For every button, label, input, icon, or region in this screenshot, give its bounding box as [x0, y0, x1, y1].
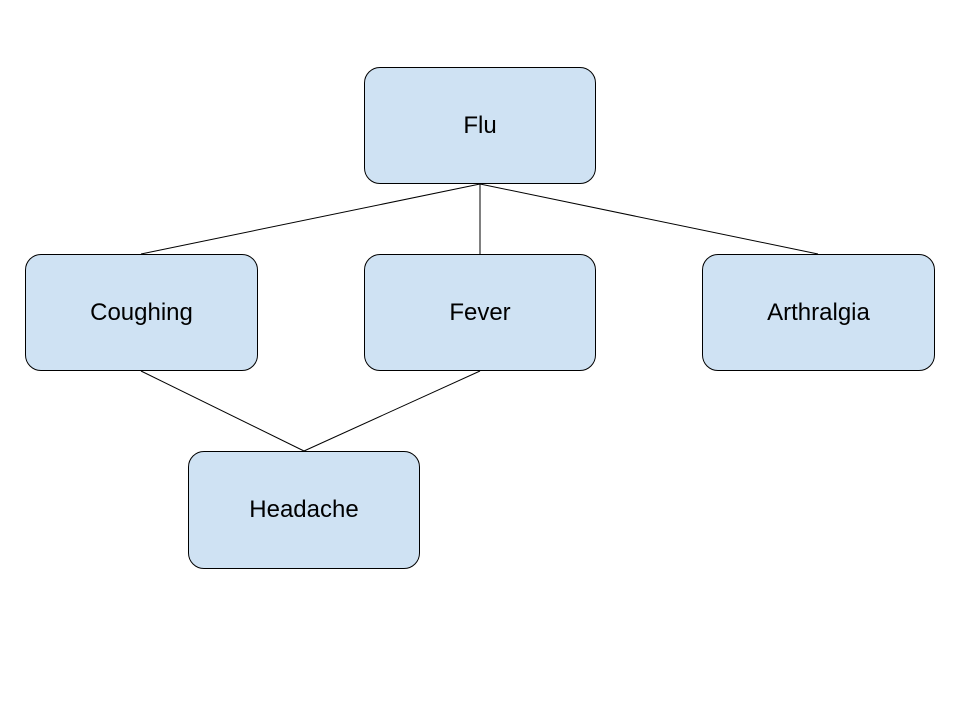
node-fever[interactable]: Fever	[364, 254, 596, 371]
node-flu-label: Flu	[463, 111, 497, 139]
node-fever-label: Fever	[449, 298, 511, 326]
edge-coughing-headache	[140, 370, 305, 452]
node-flu[interactable]: Flu	[364, 67, 596, 184]
node-headache[interactable]: Headache	[188, 451, 420, 569]
edge-flu-coughing	[140, 183, 481, 255]
node-coughing-label: Coughing	[90, 298, 193, 326]
node-arthralgia[interactable]: Arthralgia	[702, 254, 935, 371]
node-headache-label: Headache	[249, 496, 359, 523]
node-coughing[interactable]: Coughing	[25, 254, 258, 371]
node-arthralgia-label: Arthralgia	[767, 298, 870, 326]
edge-flu-arthralgia	[479, 183, 819, 255]
edge-fever-headache	[303, 370, 481, 452]
